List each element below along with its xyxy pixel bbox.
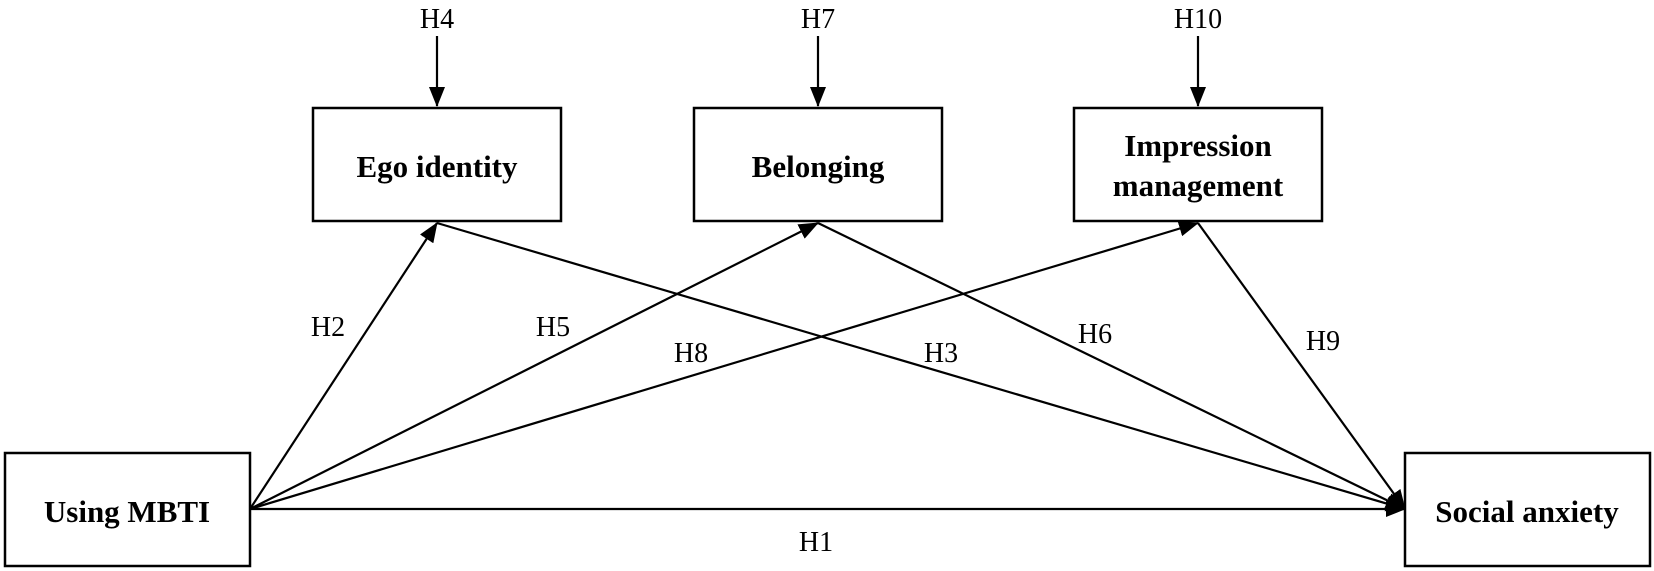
node-impression-management: Impression management	[1072, 106, 1324, 223]
node-label: Belonging	[752, 149, 885, 184]
label-h5: H5	[536, 312, 570, 343]
label-h8: H8	[674, 338, 708, 369]
edge-labels: H4 H7 H10 H2 H5 H8 H3 H6 H9 H1	[311, 4, 1340, 558]
label-h3: H3	[924, 338, 958, 369]
edges	[249, 36, 1406, 517]
label-h6: H6	[1078, 319, 1112, 350]
node-label-line2: management	[1113, 168, 1284, 203]
node-using-mbti: Using MBTI	[3, 451, 252, 568]
node-social-anxiety: Social anxiety	[1403, 451, 1652, 568]
edge-h8	[249, 220, 1199, 511]
edge-h3	[436, 221, 1406, 512]
node-label: Social anxiety	[1435, 494, 1619, 529]
node-belonging: Belonging	[692, 106, 944, 223]
label-h1: H1	[799, 527, 833, 558]
edge-h2	[249, 222, 438, 510]
node-ego-identity: Ego identity	[311, 106, 563, 223]
edge-h5	[249, 222, 819, 510]
edge-h9	[1197, 222, 1406, 510]
label-h4: H4	[420, 4, 454, 35]
node-label-line1: Impression	[1124, 128, 1272, 163]
label-h9: H9	[1306, 326, 1340, 357]
label-h10: H10	[1174, 4, 1222, 35]
node-label: Ego identity	[356, 149, 518, 184]
node-label: Using MBTI	[44, 494, 210, 529]
label-h7: H7	[801, 4, 835, 35]
label-h2: H2	[311, 312, 345, 343]
edge-h6	[817, 222, 1406, 510]
